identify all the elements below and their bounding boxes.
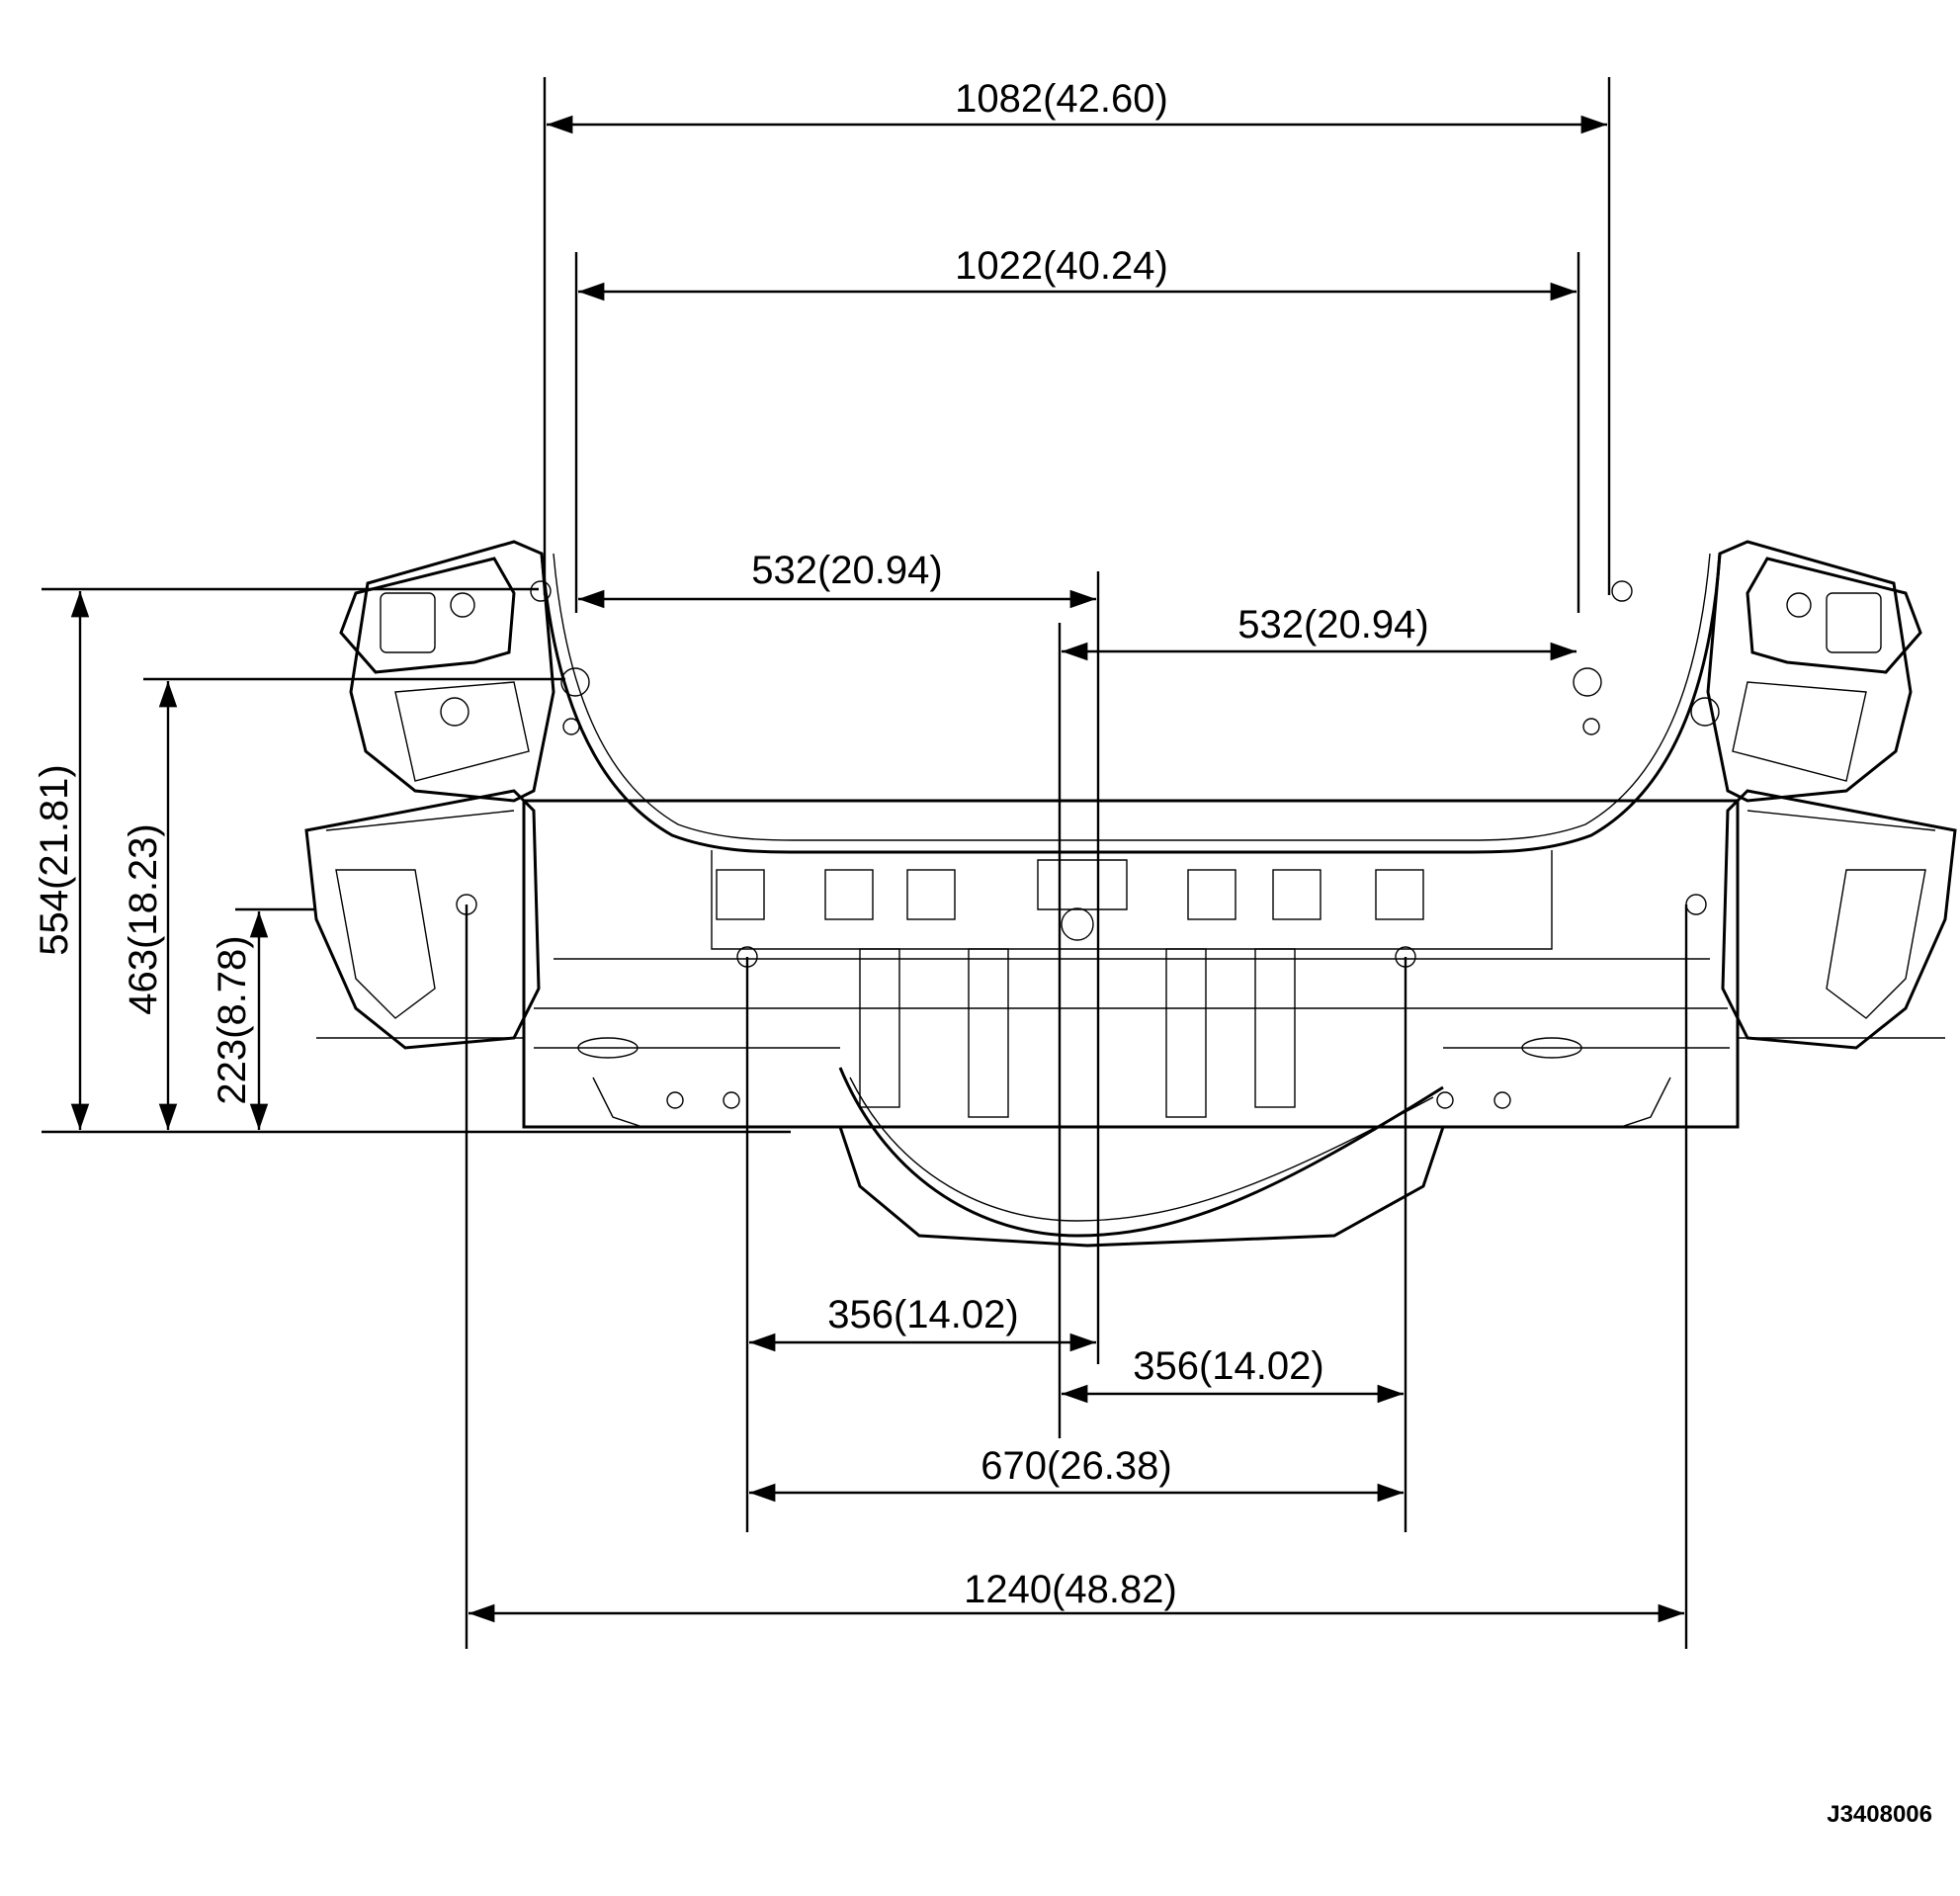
dimension-label-1022: 1022(40.24) (955, 244, 1168, 288)
rear-body-structure-drawing (304, 540, 1957, 1248)
dimension-label-1082: 1082(42.60) (955, 77, 1168, 121)
dimension-label-356-right: 356(14.02) (1133, 1344, 1323, 1388)
dimension-label-463: 463(18.23) (122, 823, 165, 1014)
dimension-label-223: 223(8.78) (211, 935, 254, 1104)
dimension-label-670: 670(26.38) (980, 1444, 1171, 1488)
dimension-label-532-right: 532(20.94) (1237, 603, 1428, 646)
figure-code: J3408006 (1827, 1801, 1932, 1828)
dimension-label-356-left: 356(14.02) (827, 1293, 1018, 1336)
dimension-label-532-left: 532(20.94) (751, 549, 942, 592)
dimension-label-554: 554(21.81) (33, 764, 76, 955)
dimension-label-1240: 1240(48.82) (964, 1568, 1177, 1611)
extension-lines (42, 77, 1688, 1649)
